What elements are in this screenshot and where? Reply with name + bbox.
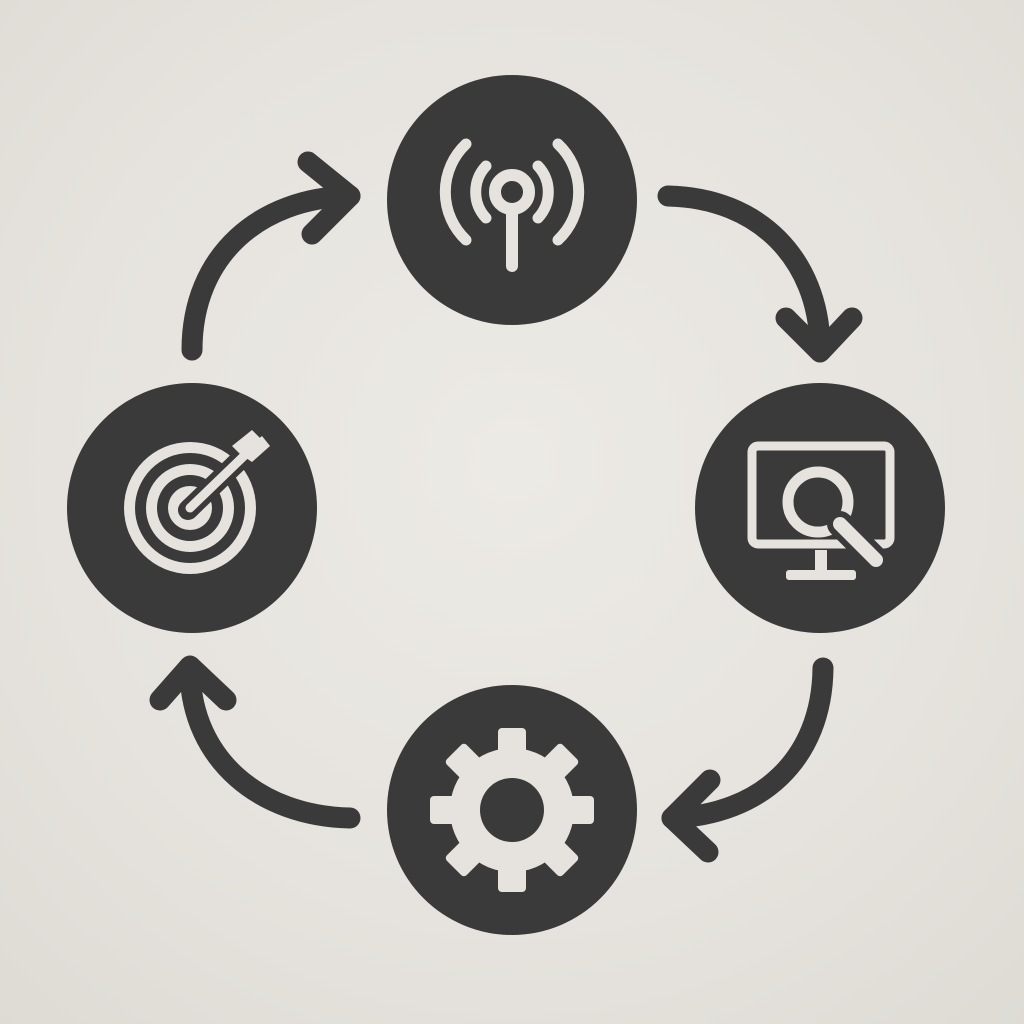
node-monitor-search — [695, 383, 945, 633]
node-target — [67, 383, 317, 633]
gear-icon — [430, 728, 594, 892]
arrow-monitor-to-settings — [661, 657, 834, 863]
arrow-target-to-broadcast — [181, 151, 361, 361]
arrow-broadcast-to-monitor — [657, 185, 863, 363]
arrow-settings-to-target — [149, 655, 361, 829]
node-settings — [387, 685, 637, 935]
target-arrow-icon — [124, 430, 270, 574]
monitor-search-icon — [747, 441, 895, 580]
node-broadcast — [387, 75, 637, 325]
broadcast-signal-icon — [439, 138, 585, 272]
